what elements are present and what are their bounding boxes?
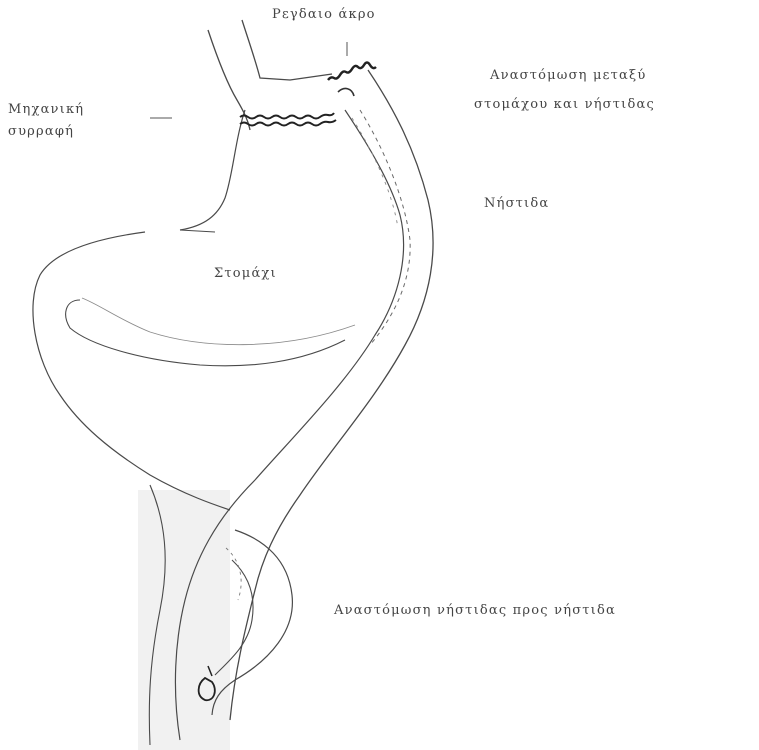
label-anastomosis-line2: στομάχου και νήστιδας (474, 96, 655, 113)
duodenum-left (149, 485, 165, 745)
bp-limb-inner (215, 560, 253, 675)
remnant-stomach-inner-curve (82, 298, 355, 345)
remnant-stomach-top (180, 230, 215, 232)
bp-limb-outer (212, 530, 292, 715)
remnant-stomach-inner (66, 300, 345, 366)
esophagus-right-wall (242, 20, 332, 80)
jj-anastomosis-mark (199, 678, 215, 700)
label-blind-end: Ρεγδαιο άκρο (272, 6, 376, 23)
label-staple-line2: συρραφή (8, 123, 74, 140)
jejunum-inner-dashed-2 (352, 118, 398, 228)
label-jejunojejunal-anastomosis: Αναστόμωση νήστιδας προς νήστιδα (334, 602, 616, 619)
staple-line-upper (240, 113, 334, 119)
gastric-pouch-left-wall (180, 110, 245, 230)
jj-anastomosis-tick (208, 666, 212, 676)
label-anastomosis-line1: Αναστόμωση μεταξύ (490, 67, 646, 84)
bp-limb-dashed (226, 548, 241, 600)
label-stomach: Στομάχι (214, 265, 277, 282)
remnant-stomach-outer (33, 232, 230, 510)
label-jejunum: Νήστιδα (484, 195, 549, 212)
label-staple-line1: Μηχανική (8, 101, 84, 118)
jejunum-inner-wall (175, 110, 403, 740)
staple-line-lower (240, 120, 336, 126)
anastomosis-loop (338, 89, 354, 96)
